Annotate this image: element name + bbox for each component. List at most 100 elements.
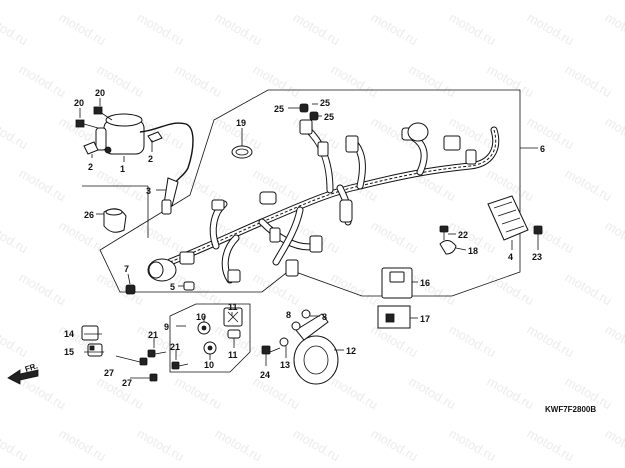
horn-bolt[interactable] — [261, 345, 281, 355]
horn[interactable] — [293, 313, 339, 385]
coil-bolt-2[interactable] — [93, 106, 113, 121]
watermark-text: motod.ru — [329, 62, 381, 101]
watermark-text: motod.ru — [369, 10, 421, 49]
grommet-small[interactable] — [183, 281, 195, 291]
watermark-text: motod.ru — [407, 270, 459, 309]
watermark-text: motod.ru — [135, 322, 187, 361]
bracket-bolt-27b[interactable] — [130, 373, 158, 382]
callout-9: 9 — [164, 322, 169, 332]
fuse-group-outline — [169, 303, 251, 373]
headlight-connector[interactable] — [147, 258, 177, 282]
callout-27-a: 27 — [104, 368, 114, 378]
watermark-text: motod.ru — [173, 62, 225, 101]
watermark-text: motod.ru — [0, 10, 30, 49]
watermark-text: motod.ru — [0, 426, 30, 465]
plug-cap-cover[interactable] — [103, 208, 127, 233]
watermark-text: motod.ru — [251, 374, 303, 413]
watermark-text: motod.ru — [485, 62, 537, 101]
regulator-rectifier[interactable] — [487, 195, 529, 241]
callout-20-b: 20 — [95, 88, 105, 98]
callout-26: 26 — [84, 210, 94, 220]
watermark-text: motod.ru — [173, 374, 225, 413]
watermark-text: motod.ru — [603, 10, 625, 49]
grommet[interactable] — [125, 284, 136, 295]
callout-19: 19 — [236, 118, 246, 128]
callout-20-a: 20 — [74, 98, 84, 108]
harness-band[interactable] — [231, 145, 253, 159]
callout-10-b: 10 — [204, 360, 214, 370]
watermark-text: motod.ru — [135, 426, 187, 465]
callout-17: 17 — [420, 314, 430, 324]
callout-27-b: 27 — [122, 378, 132, 388]
callout-15: 15 — [64, 347, 74, 357]
fuse-holder[interactable] — [223, 307, 243, 327]
watermark-text: motod.ru — [0, 114, 30, 153]
watermark-text: motod.ru — [407, 62, 459, 101]
watermark-text: motod.ru — [135, 10, 187, 49]
callout-22: 22 — [458, 230, 468, 240]
starter-relay[interactable] — [381, 267, 413, 299]
front-direction-arrow — [7, 369, 39, 385]
callout-25-b: 25 — [320, 98, 330, 108]
watermark-text: motod.ru — [485, 374, 537, 413]
watermark-text: motod.ru — [603, 114, 625, 153]
callout-11-b: 11 — [228, 350, 238, 360]
fuse-bolt-21[interactable] — [147, 349, 167, 358]
callout-25-c: 25 — [324, 112, 334, 122]
leader-lines — [79, 98, 539, 366]
watermark-text: motod.ru — [369, 218, 421, 257]
callout-24: 24 — [260, 370, 270, 380]
watermark-text: motod.ru — [173, 166, 225, 205]
callout-21-b: 21 — [170, 342, 180, 352]
fuse-bolt-21b[interactable] — [171, 361, 189, 370]
fuse-10b[interactable] — [203, 341, 217, 355]
coil-clip-2[interactable] — [147, 131, 163, 143]
callout-13: 13 — [280, 360, 290, 370]
coil-clip[interactable] — [83, 141, 99, 155]
watermark-text: motod.ru — [329, 374, 381, 413]
watermark-text: motod.ru — [0, 322, 30, 361]
front-direction-label: FR. — [24, 361, 39, 374]
relay-bolt[interactable] — [439, 225, 449, 240]
callout-1: 1 — [120, 164, 125, 174]
watermark-text: motod.ru — [95, 270, 147, 309]
watermark-text: motod.ru — [173, 270, 225, 309]
relay-clamp[interactable] — [439, 240, 457, 255]
harness-clip[interactable] — [299, 103, 319, 121]
callout-8-a: 8 — [322, 312, 327, 322]
watermark-text: motod.ru — [603, 426, 625, 465]
watermark-text: motod.ru — [525, 218, 577, 257]
watermark-text: motod.ru — [135, 218, 187, 257]
watermark-text: motod.ru — [57, 426, 109, 465]
fuse-10a[interactable] — [197, 321, 211, 335]
regulator-bolt[interactable] — [533, 225, 543, 242]
coil-bolt[interactable] — [75, 119, 99, 129]
horn-nut[interactable] — [291, 309, 311, 331]
watermark-text: motod.ru — [525, 426, 577, 465]
callout-14: 14 — [64, 329, 74, 339]
spark-plug-cap[interactable] — [161, 177, 179, 215]
watermark-text: motod.ru — [563, 270, 615, 309]
watermark-text: motod.ru — [251, 62, 303, 101]
ignition-coil[interactable] — [95, 113, 194, 185]
callout-23: 23 — [532, 252, 542, 262]
watermark-text: motod.ru — [213, 426, 265, 465]
callout-2-a: 2 — [88, 162, 93, 172]
watermark-text: motod.ru — [329, 270, 381, 309]
diagram-code: KWF7F2800B — [545, 405, 596, 414]
callout-8-b: 8 — [286, 310, 291, 320]
callout-16: 16 — [420, 278, 430, 288]
watermark-text: motod.ru — [17, 62, 69, 101]
watermark-text: motod.ru — [525, 322, 577, 361]
bracket-bolt-27[interactable] — [115, 355, 148, 366]
watermark-text: motod.ru — [291, 426, 343, 465]
relay-cover[interactable] — [377, 305, 411, 329]
fuse-cap[interactable] — [227, 329, 241, 339]
winker-relay[interactable] — [81, 325, 99, 341]
relay-holder[interactable] — [87, 343, 103, 357]
horn-washer[interactable] — [279, 337, 289, 347]
callout-6: 6 — [540, 144, 545, 154]
callout-labels: 20 20 2 2 1 3 26 7 5 19 25 25 25 6 22 18… — [64, 88, 545, 388]
callout-21-a: 21 — [148, 330, 158, 340]
